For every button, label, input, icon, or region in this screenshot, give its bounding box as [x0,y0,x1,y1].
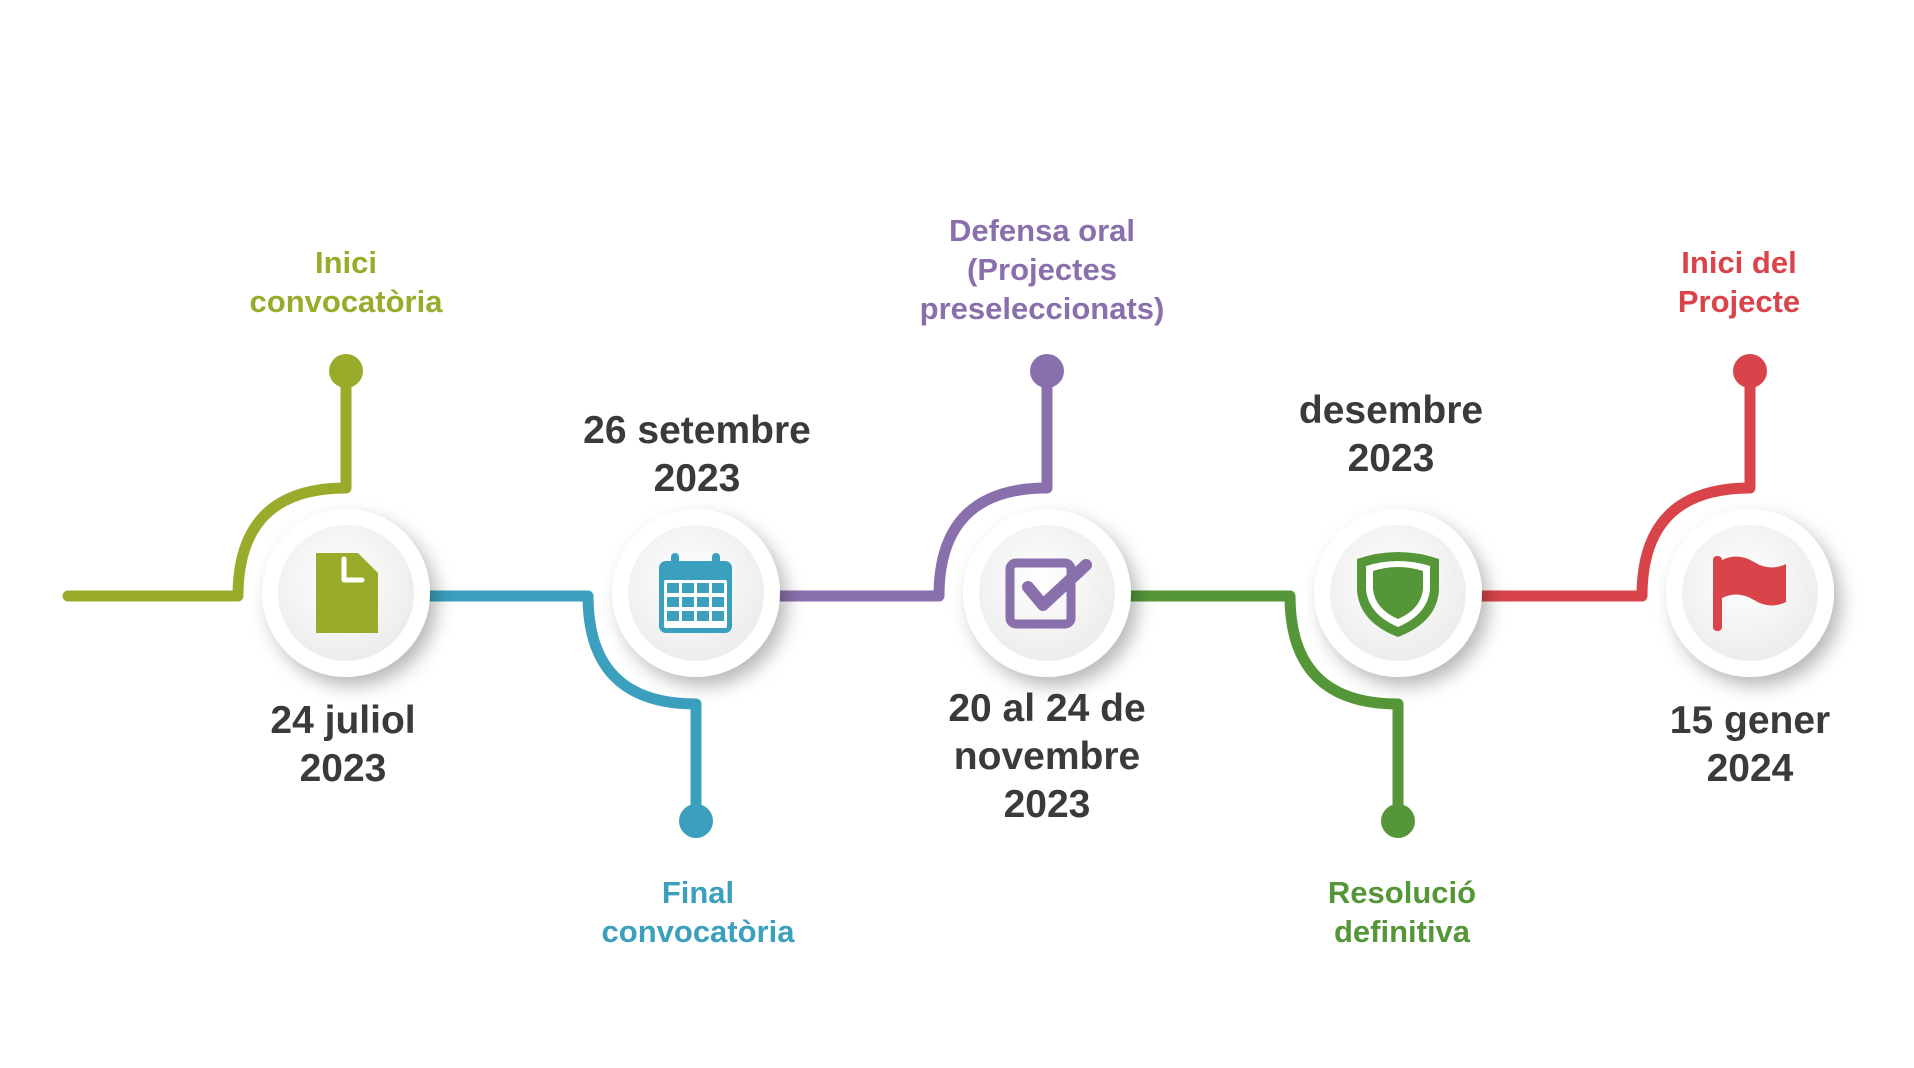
milestone-dot [679,804,713,838]
timeline-line-segment [690,365,1053,602]
date-label-line: 15 gener [1669,699,1831,742]
milestone-event-label: Defensa oral (Projectes preseleccionats) [920,211,1165,328]
date-label-line: 24 juliol [270,699,416,742]
timeline-line-segment [62,365,352,602]
milestone-date-label: desembre 2023 [1299,387,1483,483]
milestone-date-label: 15 gener 2024 [1670,697,1830,793]
date-label-line: 2023 [653,457,741,500]
event-label-line: convocatòria [601,914,795,949]
milestone-dot [329,354,363,388]
milestone-dot [1030,354,1064,388]
event-label-line: convocatòria [249,284,443,319]
timeline-line-segment [1041,590,1404,827]
date-label-line: 2023 [1003,783,1091,826]
date-label-line: desembre [1298,389,1484,432]
date-label-line: 20 al 24 de [948,687,1146,730]
event-label-line: (Projectes [967,252,1117,287]
event-label-line: Final [661,875,735,910]
milestone-event-label: Inici convocatòria [250,243,443,321]
milestone-dot [1733,354,1767,388]
event-label-line: Projecte [1677,284,1801,319]
event-label-line: Inici del [1681,245,1797,280]
milestone-event-label: Inici del Projecte [1678,243,1800,321]
event-label-line: definitiva [1333,914,1471,949]
shield-icon [1357,552,1439,637]
timeline-dots [329,354,1767,838]
event-label-line: preseleccionats) [919,291,1165,326]
date-label-line: 2023 [299,747,387,790]
calendar-icon [659,553,732,633]
milestone-date-label: 24 juliol 2023 [270,697,415,793]
date-label-line: 2023 [1347,437,1435,480]
milestone-date-label: 20 al 24 de novembre 2023 [948,685,1145,829]
timeline-line-segment [1392,365,1756,602]
document-icon [316,553,378,633]
checkbox-icon [1005,558,1092,629]
flag-icon [1713,556,1786,631]
timeline-line-segment [340,590,702,827]
milestone-dot [1381,804,1415,838]
event-label-line: Inici [314,245,378,280]
milestone-date-label: 26 setembre 2023 [583,407,811,503]
event-label-line: Defensa oral [948,213,1136,248]
date-label-line: novembre [953,735,1141,778]
timeline-lines [62,365,1756,827]
date-label-line: 2024 [1706,747,1794,790]
event-label-line: Resolució [1327,875,1477,910]
milestone-circle [963,509,1131,677]
milestone-event-label: Resolució definitiva [1328,873,1476,951]
milestone-event-label: Final convocatòria [602,873,795,951]
date-label-line: 26 setembre [583,409,811,452]
